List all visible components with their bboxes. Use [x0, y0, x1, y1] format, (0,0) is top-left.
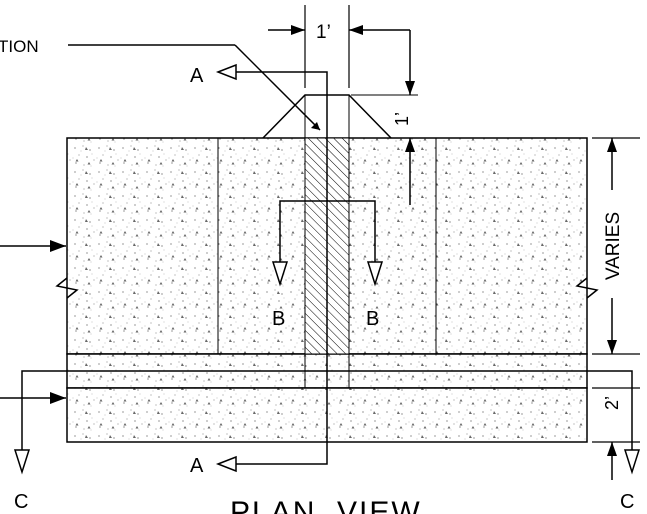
callout-leader [68, 44, 321, 131]
left-pointer-upper [0, 240, 66, 252]
section-b-label-left: B [272, 308, 285, 330]
section-a-label-bottom: A [190, 455, 204, 477]
view-title: PLAN VIEW [230, 496, 422, 514]
section-b-line [271, 200, 384, 287]
left-pointer-lower [0, 392, 66, 404]
callout-text: TION [0, 37, 39, 56]
section-c-line [13, 370, 641, 475]
section-c-label-left: C [14, 491, 28, 513]
section-c-label-right: C [620, 491, 634, 513]
dim-bottom-text: 2’ [602, 396, 622, 410]
dim-top [268, 5, 410, 88]
dim-right-text: 1’ [392, 112, 412, 126]
section-a-line [215, 63, 328, 473]
section-a-label-top: A [190, 65, 204, 87]
dim-varies [592, 137, 640, 355]
dim-right [351, 30, 418, 205]
dim-varies-text: VARIES [603, 212, 624, 280]
dim-top-text: 1’ [316, 22, 331, 43]
section-b-label-right: B [366, 308, 379, 330]
